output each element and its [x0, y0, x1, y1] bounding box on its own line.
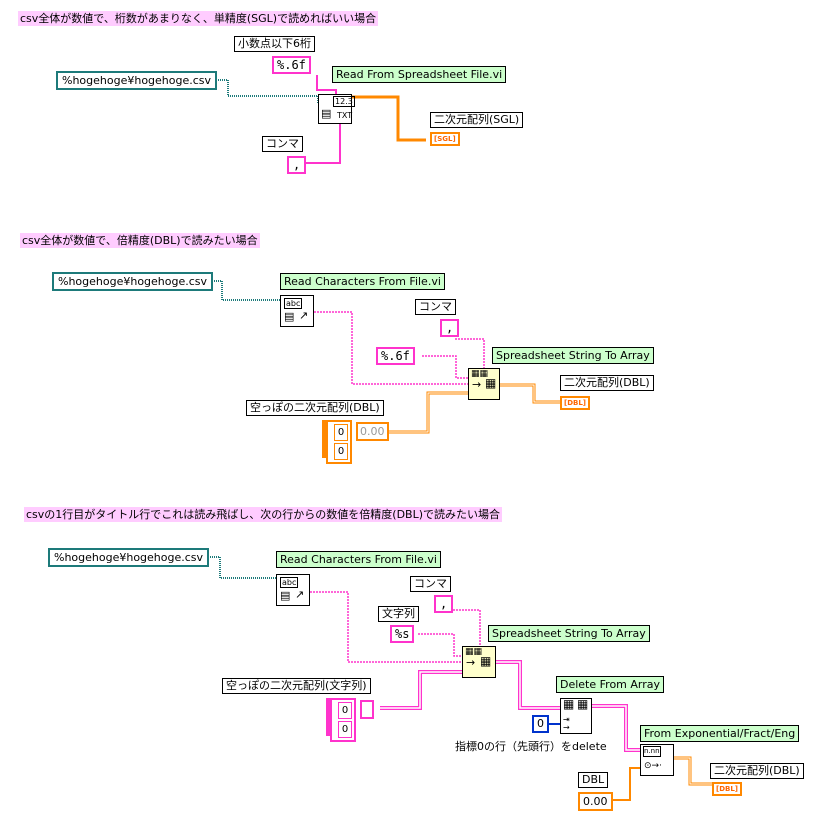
delete-from-array-node[interactable]: ▦ ▦ ⇥ → [560, 698, 592, 734]
read-vi-label: Read Characters From File.vi [276, 551, 441, 568]
convert-vi-label: Spreadsheet String To Array [488, 625, 650, 642]
output-indicator[interactable]: [DBL] [712, 782, 743, 796]
path-constant[interactable]: %hogehoge¥hogehoge.csv [48, 548, 210, 567]
path-wire [210, 79, 319, 104]
text-icon: abc [284, 298, 303, 309]
output-wire [672, 756, 712, 786]
floppy-icon: ▤ [280, 589, 291, 602]
path-wire [206, 280, 280, 301]
array-grid-icon: ▦ [480, 654, 492, 668]
file-txt-icon: TXT [337, 111, 353, 120]
array-element[interactable] [360, 700, 374, 719]
delimiter-constant[interactable]: , [287, 156, 307, 174]
read-spreadsheet-node[interactable]: 12.3 ▤ TXT [318, 94, 355, 124]
output-label: 二次元配列(SGL) [430, 112, 524, 128]
delete-comment: 指標0の行（先頭行）をdelete [455, 740, 607, 753]
delete-vi-label: Delete From Array [556, 676, 665, 693]
numeric-icon: 12.3 [333, 96, 355, 107]
empty-array-label: 空っぽの二次元配列(DBL) [246, 400, 384, 416]
output-indicator[interactable]: [SGL] [430, 132, 460, 146]
string-grid-icon: ▦▦ [465, 647, 483, 657]
delete-index-constant[interactable]: 0 [532, 715, 549, 733]
output-indicator[interactable]: [DBL] [560, 396, 591, 410]
delimiter-constant[interactable]: , [434, 595, 454, 613]
arrow-icon: ↗ [299, 309, 309, 322]
delimiter-wire [303, 121, 341, 164]
number-icon: n.nn [643, 746, 661, 757]
delimiter-constant[interactable]: , [440, 319, 460, 337]
format-constant[interactable]: %s [390, 625, 415, 643]
string-label: 文字列 [378, 606, 419, 622]
spreadsheet-to-array-node[interactable]: ▦▦ → ▦ [468, 368, 500, 400]
array-type-wire [380, 670, 462, 710]
section-heading: csv全体が数値で、倍精度(DBL)で読みたい場合 [20, 233, 260, 248]
array-grid-icon: ▦ [485, 376, 497, 390]
array-grid-icon: ▦ [563, 697, 575, 711]
delimiter-label: コンマ [262, 136, 303, 152]
from-fract-eng-node[interactable]: n.nn ⊙→· [640, 744, 674, 776]
read-characters-node[interactable]: abc ▤ ↗ [276, 574, 310, 606]
format-label: 小数点以下6桁 [234, 36, 315, 52]
text-icon: abc [280, 577, 299, 588]
array-element[interactable]: 0.00 [356, 422, 389, 441]
index-icon: ⇥ [563, 715, 570, 724]
index-0[interactable]: 0 [334, 424, 348, 441]
spreadsheet-to-array-node[interactable]: ▦▦ → ▦ [462, 646, 496, 678]
array-grid-icon: ▦ [577, 697, 589, 711]
dbl-label: DBL [578, 772, 609, 788]
path-wire [202, 556, 278, 579]
arrow-icon: ↗ [295, 588, 305, 601]
empty-array-constant[interactable]: 0 0 0.00 [322, 420, 392, 464]
read-characters-node[interactable]: abc ▤ ↗ [280, 295, 314, 327]
dbl-constant[interactable]: 0.00 [578, 792, 613, 811]
path-constant[interactable]: %hogehoge¥hogehoge.csv [52, 272, 214, 291]
delimiter-label: コンマ [415, 299, 456, 315]
arrow-icon: → [472, 378, 482, 391]
array-index-display: 0 0 [330, 698, 356, 742]
index-1[interactable]: 0 [338, 721, 352, 738]
convert-vi-label: Spreadsheet String To Array [492, 347, 654, 364]
empty-array-label: 空っぽの二次元配列(文字列) [222, 678, 371, 694]
format-constant[interactable]: %.6f [376, 347, 415, 365]
empty-string-array-constant[interactable]: 0 0 [326, 698, 386, 742]
index-1[interactable]: 0 [334, 443, 348, 460]
array-type-wire [388, 391, 468, 434]
output-wire [352, 95, 426, 142]
fract-vi-label: From Exponential/Fract/Eng [640, 725, 800, 742]
read-vi-label: Read Characters From File.vi [280, 273, 445, 290]
arrow-icon: → [466, 656, 476, 669]
arrow-icon: → [563, 723, 570, 732]
arrow-icon: ⊙→· [644, 761, 662, 771]
floppy-icon: ▤ [321, 107, 332, 120]
output-label: 二次元配列(DBL) [710, 763, 804, 779]
array-index-display: 0 0 [326, 420, 352, 464]
section-heading: csv全体が数値で、桁数があまりなく、単精度(SGL)で読めればいい場合 [18, 11, 379, 26]
dbl-wire [608, 767, 640, 801]
string-grid-icon: ▦▦ [471, 369, 489, 379]
array-out-wire [496, 660, 560, 710]
delimiter-label: コンマ [410, 576, 451, 592]
format-wire [418, 633, 462, 657]
format-wire [422, 355, 468, 379]
floppy-icon: ▤ [284, 310, 295, 323]
vi-label: Read From Spreadsheet File.vi [332, 66, 507, 83]
section-heading: csvの1行目がタイトル行でこれは読み飛ばし、次の行からの数値を倍精度(DBL)… [24, 507, 503, 522]
output-wire [500, 383, 560, 404]
index-0[interactable]: 0 [338, 702, 352, 719]
path-constant[interactable]: %hogehoge¥hogehoge.csv [56, 71, 218, 90]
format-constant[interactable]: %.6f [272, 56, 311, 74]
output-label: 二次元配列(DBL) [560, 375, 654, 391]
